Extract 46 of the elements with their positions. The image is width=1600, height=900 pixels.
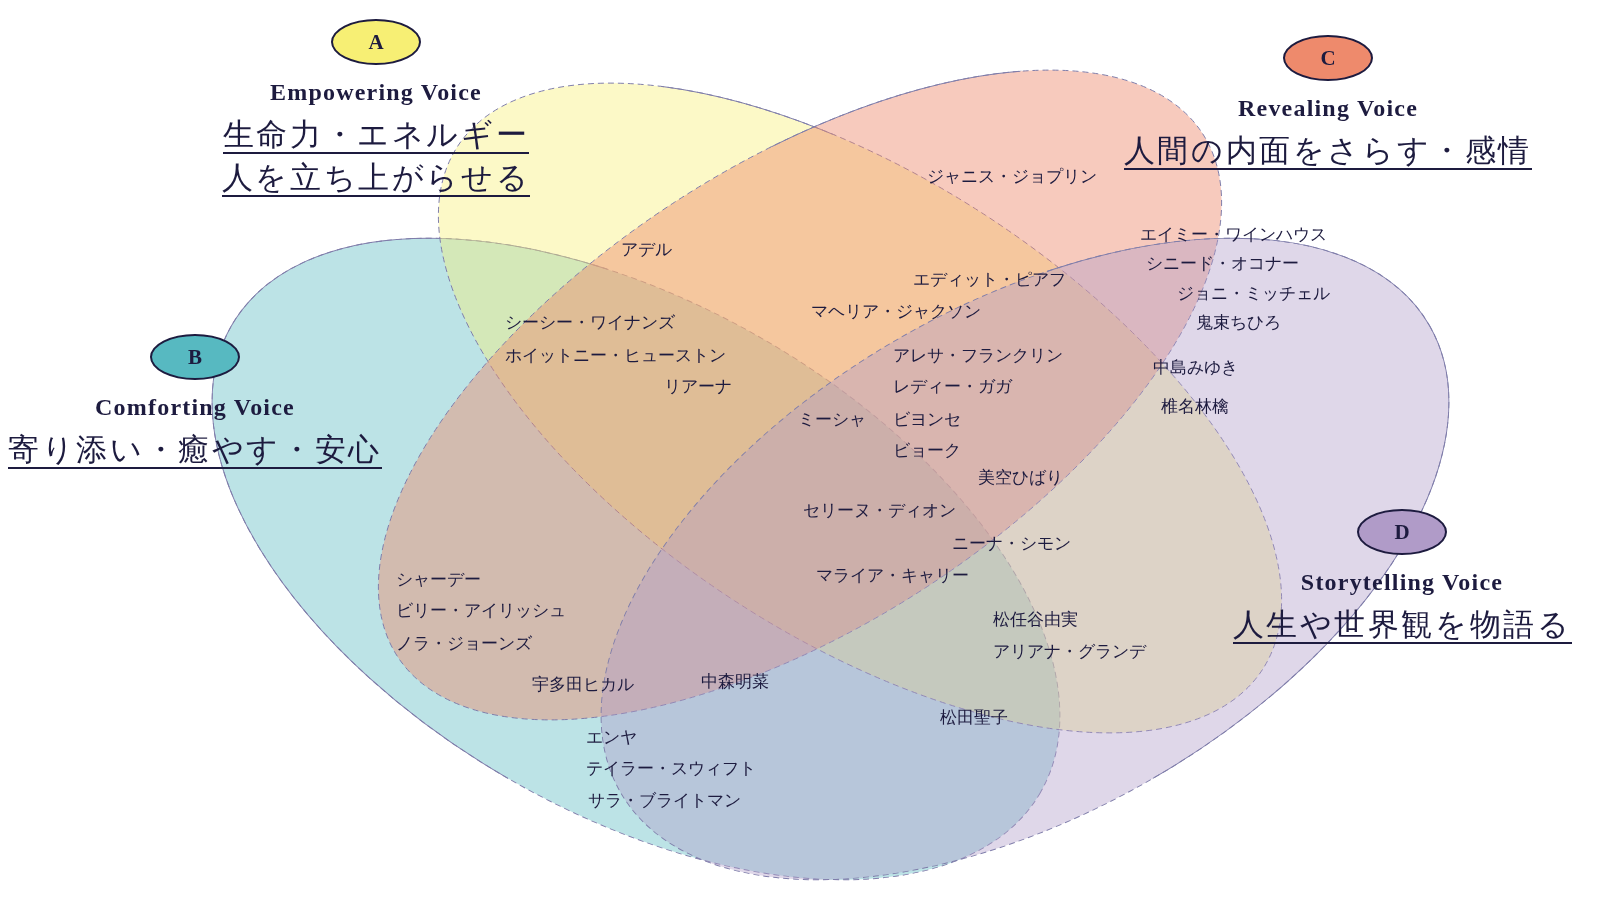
category-title: Storytelling Voice (1300, 568, 1504, 597)
singer-name: ニーナ・シモン (952, 532, 1071, 554)
singer-name: マヘリア・ジャクソン (811, 300, 981, 322)
singer-name: エディット・ピアフ (913, 268, 1066, 290)
category-badge: D (1357, 509, 1447, 555)
singer-name: サラ・ブライトマン (588, 789, 741, 811)
singer-name: 中島みゆき (1153, 356, 1238, 378)
singer-name: 宇多田ヒカル (532, 673, 634, 695)
category-badge: B (150, 334, 240, 380)
singer-name: 鬼束ちひろ (1196, 311, 1281, 333)
singer-name: 松任谷由実 (993, 608, 1078, 630)
singer-name: マライア・キャリー (816, 564, 969, 586)
category-title: Empowering Voice (270, 78, 482, 107)
singer-name: シャーデー (396, 568, 481, 590)
singer-name: 椎名林檎 (1161, 395, 1229, 417)
singer-name: リアーナ (664, 375, 732, 397)
singer-name: エンヤ (586, 726, 637, 748)
category-description: 寄り添い・癒やす・安心 (8, 431, 382, 469)
singer-name: ビヨンセ (893, 408, 961, 430)
category-title: Revealing Voice (1238, 94, 1418, 123)
singer-name: ジャニス・ジョプリン (927, 165, 1097, 187)
singer-name: 松田聖子 (940, 706, 1008, 728)
singer-name: 美空ひばり (978, 466, 1063, 488)
singer-name: アレサ・フランクリン (893, 344, 1063, 366)
singer-name: ジョニ・ミッチェル (1177, 282, 1330, 304)
singer-name: ビリー・アイリッシュ (396, 599, 566, 621)
singer-name: セリーヌ・ディオン (803, 499, 956, 521)
category-title: Comforting Voice (95, 393, 295, 422)
singer-name: 中森明菜 (701, 670, 769, 692)
category-description: 生命力・エネルギー (222, 116, 530, 154)
singer-name: アリアナ・グランデ (993, 640, 1146, 662)
category-description: 人を立ち上がらせる (221, 159, 531, 197)
singer-name: アデル (621, 238, 672, 260)
singer-name: シニード・オコナー (1146, 252, 1299, 274)
singer-name: レディー・ガガ (893, 375, 1012, 397)
category-badge: A (331, 19, 421, 65)
singer-name: ホイットニー・ヒューストン (505, 344, 726, 366)
singer-name: シーシー・ワイナンズ (505, 311, 675, 333)
category-badge: C (1283, 35, 1373, 81)
singer-name: ミーシャ (798, 408, 866, 430)
singer-name: ノラ・ジョーンズ (396, 632, 532, 654)
singer-name: テイラー・スウィフト (586, 757, 756, 779)
category-description: 人生や世界観を物語る (1232, 606, 1572, 644)
singer-name: ビョーク (893, 439, 961, 461)
category-description: 人間の内面をさらす・感情 (1123, 132, 1533, 170)
singer-name: エイミー・ワインハウス (1140, 223, 1327, 245)
